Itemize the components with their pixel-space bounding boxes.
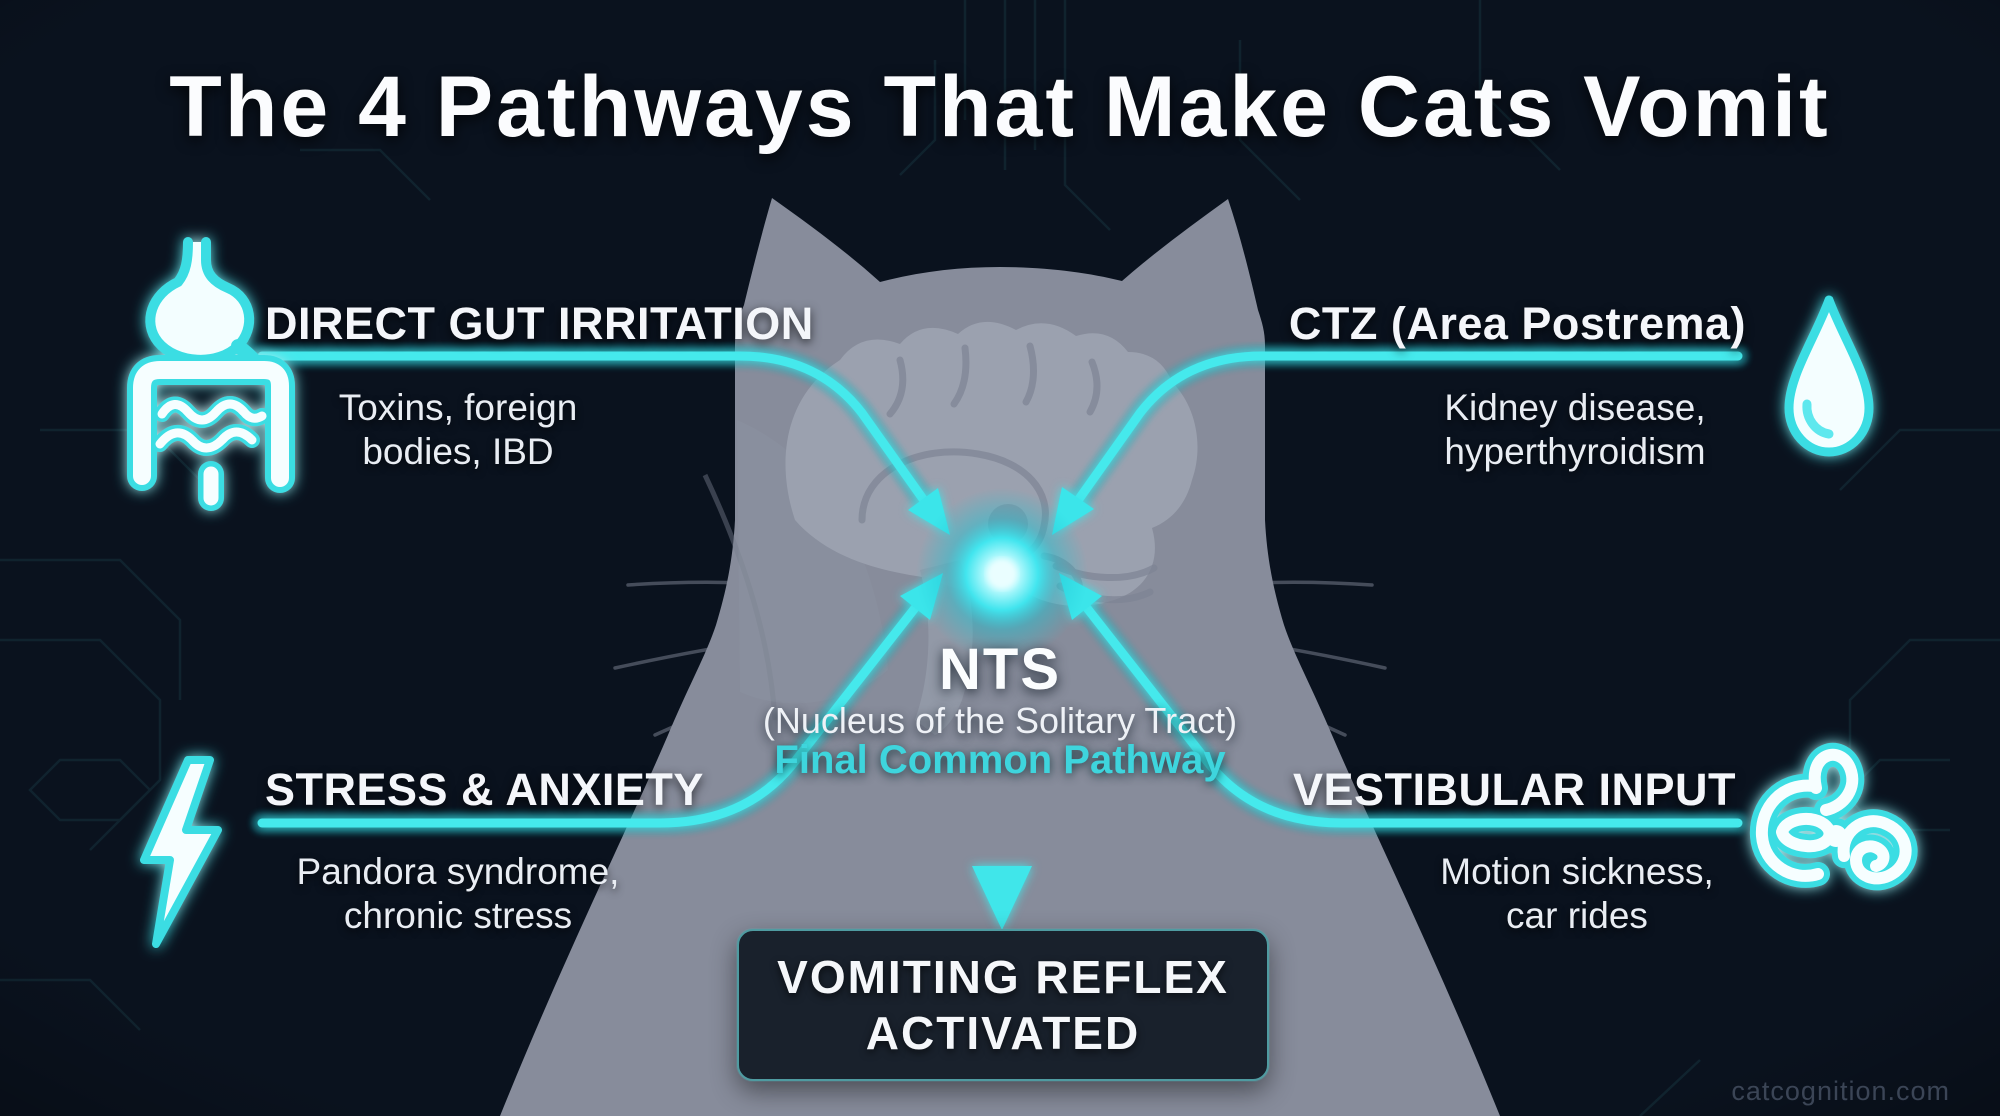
pathway-vestibular-heading: VESTIBULAR INPUT xyxy=(1292,764,1736,815)
vomiting-reflex-label: VOMITING REFLEX ACTIVATED xyxy=(777,950,1229,1059)
pathway-stress-heading: STRESS & ANXIETY xyxy=(265,764,704,815)
vomiting-reflex-box: VOMITING REFLEX ACTIVATED xyxy=(737,929,1269,1081)
pathway-vestibular-detail: Motion sickness, car rides xyxy=(1440,851,1714,936)
pathway-gut-heading: DIRECT GUT IRRITATION xyxy=(265,298,814,349)
nts-label: NTS xyxy=(939,637,1061,702)
pathway-stress-detail: Pandora syndrome, chronic stress xyxy=(296,851,620,936)
nts-role-label: Final Common Pathway xyxy=(774,738,1226,782)
pathway-gut-detail: Toxins, foreign bodies, IBD xyxy=(338,387,578,472)
page-title: The 4 Pathways That Make Cats Vomit xyxy=(169,59,1831,155)
pathway-ctz-detail: Kidney disease, hyperthyroidism xyxy=(1444,387,1706,472)
nts-full-name: (Nucleus of the Solitary Tract) xyxy=(762,700,1238,741)
pathway-ctz-heading: CTZ (Area Postrema) xyxy=(1288,298,1746,349)
watermark: catcognition.com xyxy=(1731,1076,1950,1106)
